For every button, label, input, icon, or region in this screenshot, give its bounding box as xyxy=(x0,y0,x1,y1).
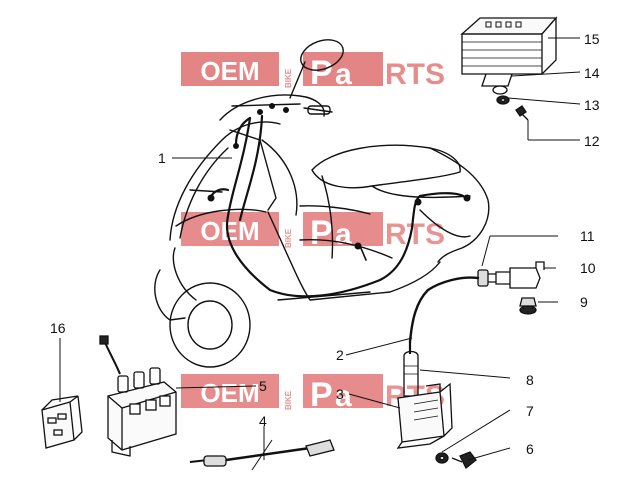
harness-connectors xyxy=(207,103,471,250)
watermark-p-text: P xyxy=(310,214,333,252)
watermark-a-text: a xyxy=(335,58,352,91)
watermark-a-text: a xyxy=(335,380,352,413)
scooter-outline xyxy=(154,39,490,368)
callout-7: 7 xyxy=(526,403,534,419)
callout-9: 9 xyxy=(580,294,588,310)
spark-plug-cap xyxy=(477,261,545,289)
watermark-middle: OEM BIKE P a RTS xyxy=(181,212,445,252)
main-wiring-harness xyxy=(208,114,468,298)
watermark-bike-text: BIKE xyxy=(284,68,293,88)
watermark-p-text: P xyxy=(310,54,333,92)
callout-15: 15 xyxy=(584,31,600,47)
lead-with-caps xyxy=(189,439,335,471)
watermark-rts-text: RTS xyxy=(385,58,445,91)
relay xyxy=(41,395,83,449)
voltage-regulator xyxy=(460,16,558,87)
leader-lines xyxy=(59,37,581,461)
callout-11: 11 xyxy=(580,228,595,244)
callout-1: 1 xyxy=(158,150,166,166)
watermark-p-text: P xyxy=(310,376,333,414)
callout-2: 2 xyxy=(336,347,344,363)
watermark-oem-text: OEM xyxy=(200,56,259,86)
ht-lead xyxy=(408,276,480,344)
watermark-a-text: a xyxy=(335,218,352,251)
callout-14: 14 xyxy=(584,65,600,81)
callout-6: 6 xyxy=(526,441,534,457)
callout-16: 16 xyxy=(50,320,66,336)
cdi-unit xyxy=(99,335,177,457)
callout-4: 4 xyxy=(259,413,267,429)
coil-fasteners xyxy=(435,451,477,470)
watermark-oem-text: OEM xyxy=(200,378,259,408)
watermark-bike-text: BIKE xyxy=(284,390,293,410)
callout-13: 13 xyxy=(584,97,600,113)
callout-5: 5 xyxy=(259,378,267,394)
regulator-fasteners xyxy=(492,85,529,121)
ignition-coil xyxy=(396,342,453,449)
callout-12: 12 xyxy=(584,133,600,149)
plug-cap-nut xyxy=(519,297,537,315)
watermark-bike-text: BIKE xyxy=(284,228,293,248)
watermark-top: OEM BIKE P a RTS xyxy=(181,52,445,92)
callout-8: 8 xyxy=(526,372,534,388)
callout-numbers: 1 2 3 4 5 6 7 8 9 10 11 12 13 14 15 16 xyxy=(50,31,600,457)
callout-10: 10 xyxy=(580,260,596,276)
watermark-rts-text: RTS xyxy=(385,218,445,251)
callout-3: 3 xyxy=(336,386,344,402)
